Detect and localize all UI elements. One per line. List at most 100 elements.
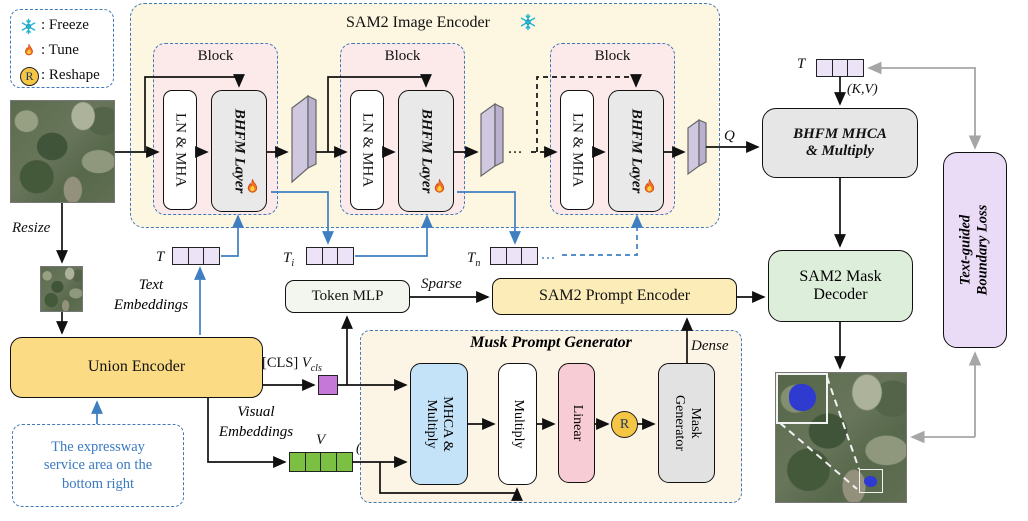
token-cell — [521, 247, 538, 265]
block-title: Block — [384, 48, 421, 64]
input-satellite-image — [10, 100, 115, 203]
ti-label: Ti — [283, 250, 294, 270]
kv-top-label: (K,V) — [847, 82, 878, 97]
v-label: V — [316, 432, 326, 448]
text-guided-boundary-loss-box: Text-guided Boundary Loss — [943, 152, 1007, 348]
legend-freeze-label: : Freeze — [41, 17, 89, 33]
ln-mha-box-3: LN & MHA — [560, 90, 594, 210]
maskgen-line1: Mask — [687, 407, 703, 439]
ti-token-sequence — [306, 247, 354, 265]
tn-base: T — [467, 250, 476, 266]
vcls-base: V — [301, 355, 311, 371]
text-embeddings-label: Text Embeddings — [105, 276, 197, 315]
token-cell — [304, 452, 322, 472]
text-embeddings-line1: Text — [138, 277, 164, 293]
mhca-multiply-box: MHCA & Multiply — [410, 363, 468, 485]
mask-blob-large — [789, 384, 816, 411]
visual-line2: Embeddings — [218, 423, 294, 440]
block-title: Block — [197, 48, 234, 64]
mhca-line1: MHCA & — [440, 396, 456, 452]
token-cell — [289, 452, 306, 472]
tn-sub: n — [475, 258, 481, 269]
dense-label: Dense — [691, 338, 729, 354]
token-cell — [831, 59, 849, 77]
cls-vcls-label: [CLS] Vcls — [262, 355, 322, 374]
visual-embeddings-label: Visual Embeddings — [206, 403, 306, 442]
mask-generator-box: Mask Generator — [658, 363, 715, 483]
sam2-prompt-encoder-box: SAM2 Prompt Encoder — [492, 278, 737, 315]
text-token-sequence-top — [816, 59, 864, 77]
ln-mha-box-2: LN & MHA — [350, 90, 384, 210]
output-satellite-image — [775, 372, 907, 503]
prompt-line3: bottom right — [61, 475, 135, 492]
token-cell — [337, 247, 354, 265]
decoder-line1: SAM2 Mask — [799, 268, 882, 285]
decoder-line2: Decoder — [813, 286, 868, 303]
sparse-label: Sparse — [421, 276, 462, 292]
bhfm-mhca-box: BHFM MHCA & Multiply — [762, 108, 918, 178]
visual-token-sequence — [289, 452, 353, 472]
union-encoder-box: Union Encoder — [10, 337, 263, 398]
bhfm-mhca-line1: BHFM MHCA — [793, 125, 887, 142]
mask-region-box — [859, 469, 883, 493]
token-ellipsis: ... — [541, 246, 556, 263]
block-title: Block — [594, 48, 631, 64]
mhca-line2: Multiply — [424, 399, 439, 449]
ln-mha-label: LN & MHA — [359, 112, 376, 188]
reshape-icon: R — [611, 411, 638, 438]
mask-blob-small — [864, 476, 877, 487]
snowflake-icon — [20, 17, 37, 35]
token-mlp-label: Token MLP — [311, 287, 384, 304]
vcls-token — [318, 375, 338, 395]
token-cell — [321, 247, 339, 265]
t-top-label: T — [797, 56, 806, 72]
sam2-mask-decoder-box: SAM2 Mask Decoder — [768, 250, 913, 322]
resize-label: Resize — [12, 220, 51, 236]
fire-icon — [430, 178, 449, 197]
visual-line1: Visual — [237, 404, 275, 420]
union-encoder-label: Union Encoder — [87, 358, 186, 376]
reshape-icon: R — [20, 67, 39, 86]
token-cell — [816, 59, 833, 77]
bhfm-mhca-line2: & Multiply — [806, 143, 874, 159]
ln-mha-label: LN & MHA — [172, 112, 189, 188]
mask-prompt-generator-title: Musk Prompt Generator — [470, 334, 632, 351]
q-label-encoder: Q — [724, 128, 735, 144]
text-prompt-box: The expressway service area on the botto… — [12, 424, 184, 507]
ti-sub: i — [291, 258, 295, 269]
mask-inset-zoom — [776, 373, 828, 424]
sam2-prompt-encoder-label: SAM2 Prompt Encoder — [538, 287, 691, 305]
token-cell — [172, 247, 189, 265]
ln-mha-label: LN & MHA — [569, 112, 586, 188]
fire-icon — [243, 178, 262, 197]
token-cell — [505, 247, 523, 265]
maskgen-line2: Generator — [671, 395, 687, 451]
text-token-sequence — [172, 247, 220, 265]
token-mlp-box: Token MLP — [285, 280, 410, 313]
snowflake-icon — [519, 13, 537, 31]
legend-tune-label: : Tune — [41, 42, 79, 58]
linear-label: Linear — [569, 404, 585, 442]
resized-satellite-image — [40, 266, 83, 312]
multiply-label: Multiply — [510, 399, 526, 449]
legend-reshape-label: : Reshape — [41, 67, 100, 83]
ti-base: T — [283, 250, 292, 266]
tn-token-sequence — [490, 247, 538, 265]
tn-label: Tn — [467, 250, 480, 270]
multiply-box: Multiply — [498, 363, 537, 485]
text-embeddings-line2: Embeddings — [113, 296, 189, 313]
loss-line2: Boundary Loss — [975, 204, 991, 296]
prompt-line1: The expressway — [51, 439, 145, 456]
legend-box: : Freeze : Tune R : Reshape — [10, 9, 114, 88]
t-label: T — [156, 249, 165, 265]
token-cell — [203, 247, 220, 265]
token-cell — [306, 247, 323, 265]
sam2-image-encoder-title: SAM2 Image Encoder — [346, 14, 490, 31]
fire-icon — [640, 178, 659, 197]
token-cell — [187, 247, 205, 265]
ln-mha-box-1: LN & MHA — [163, 90, 197, 210]
token-cell — [320, 452, 337, 472]
loss-line1: Text-guided — [957, 214, 974, 286]
prompt-line2: service area on the — [43, 457, 153, 474]
